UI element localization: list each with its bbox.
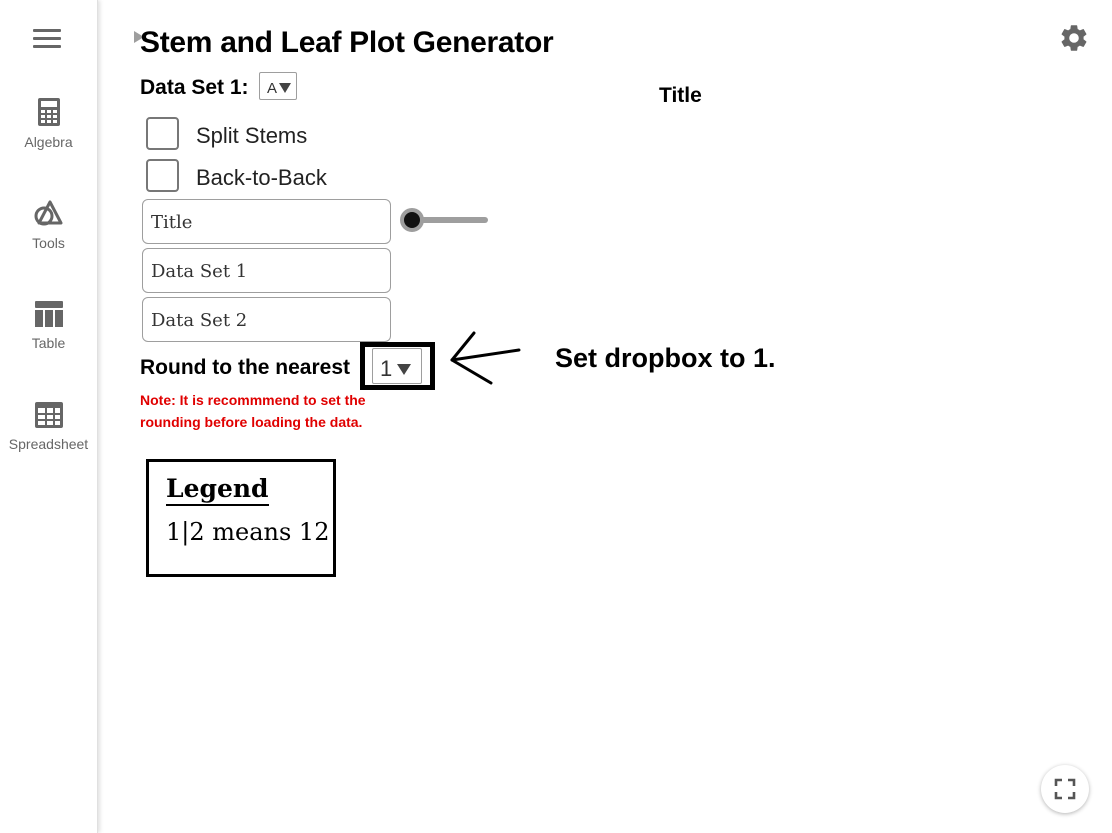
arrow-annotation-icon [450,331,521,385]
collapse-triangle-icon[interactable] [134,31,144,43]
data-set-label: Data Set 1: [140,76,249,99]
sidebar: Algebra Tools Table Spreadsheet [0,0,98,833]
slider-track[interactable] [412,217,488,223]
sidebar-item-label: Algebra [24,134,73,150]
checkbox-label: Split Stems [196,123,308,148]
data-set-dropdown[interactable]: A [259,72,297,100]
graph-title: Title [659,84,702,107]
rounding-note: Note: It is recommmend to set the roundi… [140,392,366,430]
sidebar-item-algebra[interactable]: Algebra [0,98,97,178]
triangle-down-icon [397,364,411,375]
size-slider[interactable] [400,206,490,234]
calculator-icon [37,98,60,126]
sidebar-item-spreadsheet[interactable]: Spreadsheet [0,402,97,482]
sidebar-item-tools[interactable]: Tools [0,199,97,279]
shapes-icon [34,200,62,226]
table-icon [34,301,63,327]
data-set-2-input[interactable]: Data Set 2 [142,297,391,342]
input-label: Data Set 1 [151,261,248,282]
page-title: Stem and Leaf Plot Generator [140,26,554,59]
slider-handle[interactable] [400,208,424,232]
menu-icon[interactable] [33,27,61,49]
fullscreen-button[interactable] [1041,765,1089,813]
sidebar-item-label: Table [31,335,66,351]
gear-icon[interactable] [1058,22,1090,54]
legend-text: 1|2 means 12 [166,518,330,546]
sidebar-item-label: Tools [32,235,65,251]
sidebar-item-table[interactable]: Table [0,301,97,381]
legend-title: Legend [166,474,269,506]
sidebar-item-label: Spreadsheet [8,436,89,452]
data-set-1-input[interactable]: Data Set 1 [142,248,391,293]
round-dropdown[interactable]: 1 [372,348,422,384]
data-set-value: A [267,80,278,97]
input-label: Title [151,212,193,233]
triangle-down-icon [279,83,291,93]
graphics-canvas: Stem and Leaf Plot Generator Data Set 1:… [98,0,1112,833]
legend-box: Legend 1|2 means 12 [146,459,336,577]
input-label: Data Set 2 [151,310,248,331]
title-input[interactable]: Title [142,199,391,244]
round-value: 1 [380,356,393,381]
round-label: Round to the nearest [140,356,351,379]
spreadsheet-icon [34,402,63,428]
checkbox-label: Back-to-Back [196,165,327,190]
checkbox-box[interactable] [146,117,179,150]
fullscreen-icon [1054,778,1076,800]
checkbox-box[interactable] [146,159,179,192]
instruction-text: Set dropbox to 1. [555,343,776,373]
